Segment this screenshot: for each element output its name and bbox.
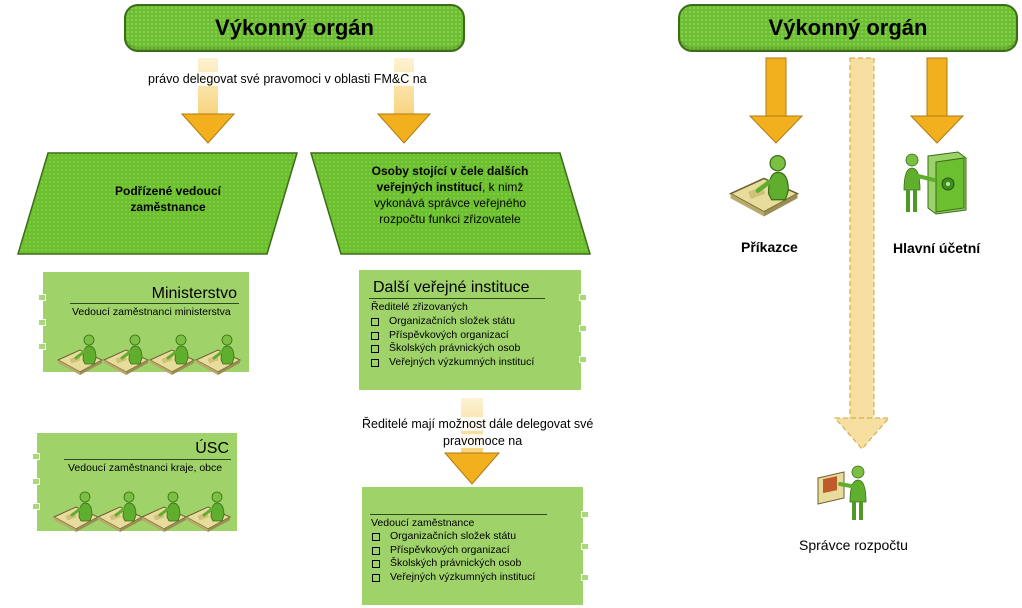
directors-label-line1: Ředitelé mají možnost dále delegovat své [362, 417, 594, 431]
checkbox-icon [371, 358, 379, 367]
usc-subtitle: Vedoucí zaměstnanci kraje, obce [68, 462, 223, 474]
list-item: Veřejných výzkumných institucí [369, 356, 534, 370]
executive-body-left: Výkonný orgán [124, 4, 465, 52]
box-connector [38, 343, 46, 350]
checkbox-icon [371, 345, 379, 353]
other-institutions-box: Další veřejné instituce Ředitelé zřizova… [359, 270, 581, 390]
institution-heads-shape [309, 152, 592, 255]
delegate-label: právo delegovat své pravomoci v oblasti … [146, 72, 429, 86]
other-institutions-divider [369, 298, 545, 299]
box-connector [579, 356, 587, 363]
other-institutions-title: Další veřejné instituce [373, 279, 530, 296]
list-item: Příspěvkových organizací [370, 544, 535, 558]
person-at-desk-icon [96, 487, 144, 538]
box-connector [32, 503, 40, 510]
list-item: Školských právnických osob [370, 557, 535, 571]
executives-divider [370, 514, 547, 515]
executive-title-right: Výkonný orgán [768, 15, 928, 40]
ministry-title: Ministerstvo [151, 285, 237, 302]
executives-box: Vedoucí zaměstnance Organizačních složek… [362, 487, 583, 605]
arrow-to-subordinates [180, 58, 236, 144]
checkbox-icon [372, 546, 380, 555]
checkbox-icon [372, 573, 380, 582]
box-connector [579, 294, 587, 301]
executive-title-left: Výkonný orgán [215, 15, 374, 40]
checkbox-icon [371, 318, 379, 326]
institution-heads-bold: Osoby stojící v čele dalších veřejných i… [371, 164, 529, 194]
person-at-board-icon [814, 464, 874, 527]
subordinate-managers-label: Podřízené vedoucí zaměstnance [114, 184, 222, 214]
chief-accountant-label: Hlavní účetní [893, 240, 981, 256]
box-connector [581, 511, 589, 518]
list-item: Příspěvkových organizací [369, 329, 534, 343]
directors-label-line2: pravomoce na [443, 434, 523, 448]
list-item: Školských právnických osob [369, 342, 534, 356]
executives-subtitle: Vedoucí zaměstnance [371, 517, 475, 529]
person-at-desk-icon [194, 330, 242, 381]
box-connector [581, 543, 589, 550]
person-at-safe-icon [898, 150, 970, 221]
arrow-to-chief-accountant [909, 57, 965, 144]
box-connector [32, 478, 40, 485]
box-connector [579, 325, 587, 332]
checkbox-icon [372, 533, 380, 541]
other-institutions-list: Organizačních složek státu Příspěvkových… [369, 315, 534, 369]
person-at-desk-icon [184, 487, 232, 538]
arrow-to-budget-administrator [833, 57, 891, 450]
other-institutions-subtitle: Ředitelé zřizovaných [371, 301, 468, 313]
ministry-divider [70, 303, 239, 304]
person-at-desk-icon [148, 330, 196, 381]
list-item: Organizačních složek státu [369, 315, 534, 329]
subordinate-managers-shape [16, 152, 299, 255]
usc-divider [64, 459, 231, 460]
usc-title: ÚSC [195, 440, 229, 457]
arrow-to-authorizer [748, 57, 804, 144]
authorizer-label: Příkazce [741, 239, 798, 255]
box-connector [38, 319, 46, 326]
box-connector [38, 294, 46, 301]
person-at-desk-icon [102, 330, 150, 381]
person-at-desk-icon [726, 148, 802, 223]
list-item: Veřejných výzkumných institucí [370, 571, 535, 585]
person-at-desk-icon [140, 487, 188, 538]
person-at-desk-icon [52, 487, 100, 538]
box-connector [581, 574, 589, 581]
ministry-subtitle: Vedoucí zaměstnanci ministerstva [72, 306, 231, 318]
executive-body-right: Výkonný orgán [678, 4, 1018, 52]
person-at-desk-icon [56, 330, 104, 381]
budget-administrator-label: Správce rozpočtu [799, 537, 908, 553]
arrow-to-institution-heads [376, 58, 432, 144]
institution-heads-rest: , k nimž vykonává správce veřejného rozp… [373, 180, 527, 226]
checkbox-icon [371, 331, 379, 340]
institution-heads-label: Osoby stojící v čele dalších veřejných i… [355, 163, 545, 227]
box-connector [32, 453, 40, 460]
checkbox-icon [372, 560, 380, 568]
list-item: Organizačních složek státu [370, 530, 535, 544]
executives-list: Organizačních složek státu Příspěvkových… [370, 530, 535, 584]
